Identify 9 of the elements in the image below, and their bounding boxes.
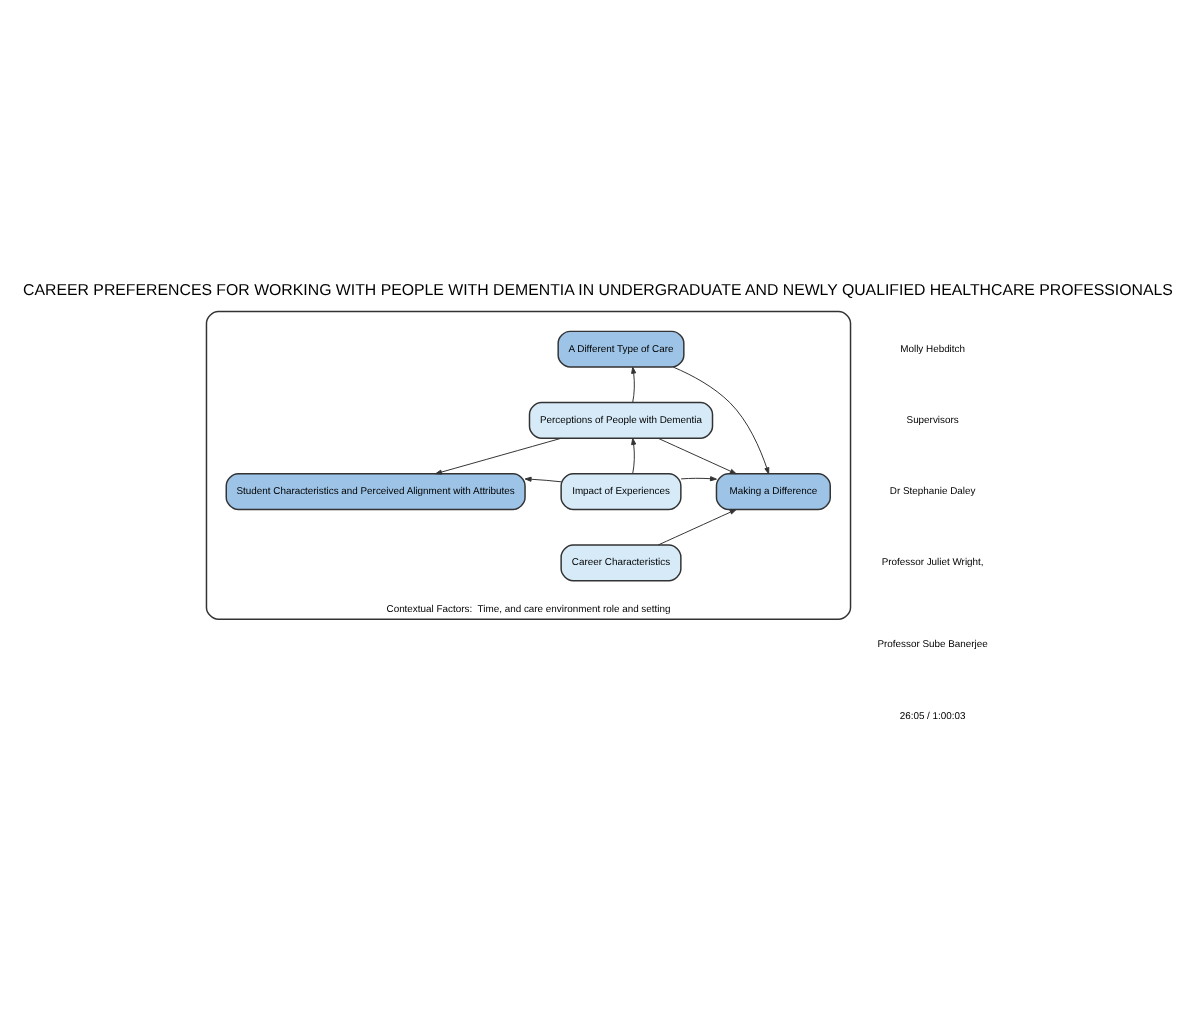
- arrow: [524, 476, 562, 483]
- arrow: [435, 437, 562, 475]
- arrow: [631, 366, 637, 403]
- arrow: [672, 366, 770, 475]
- arrow: [657, 509, 737, 546]
- arrow: [657, 437, 737, 475]
- arrow: [631, 438, 637, 475]
- arrow: [680, 476, 717, 482]
- diagram-title: CAREER PREFERENCES FOR WORKING WITH PEOPLE WITH DEMENTIA IN UNDERGRADUATE AND NEWLY QUALIFIED HEALTHCARE PROFESSIONALS: [23, 280, 1173, 299]
